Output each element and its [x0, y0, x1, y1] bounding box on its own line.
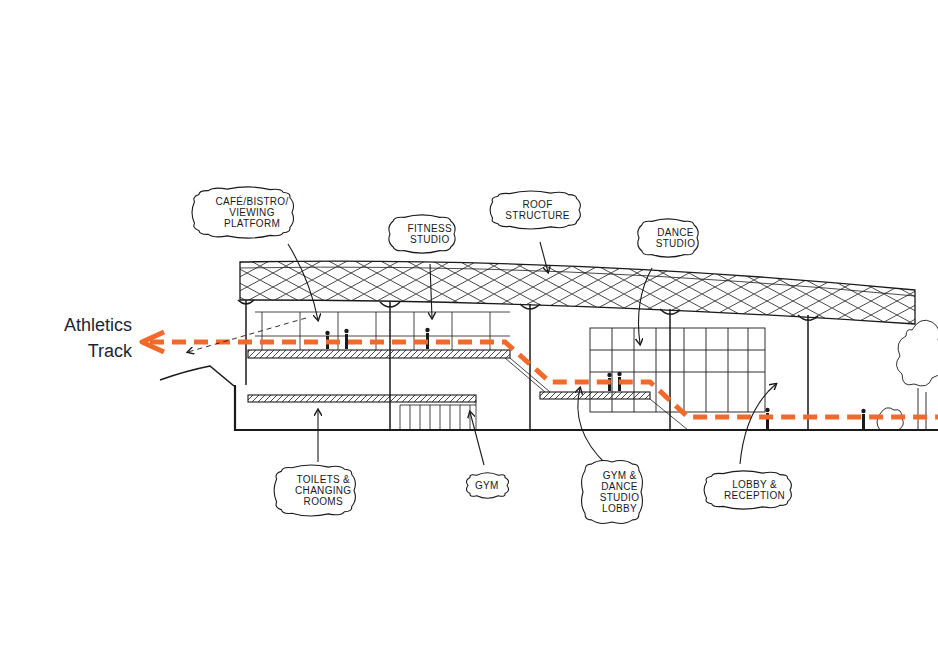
callout-text-group: DANCE STUDIO: [648, 227, 703, 249]
callout-text-group: CAFÉ/BISTRO/ VIEWING PLATFORM: [206, 196, 298, 229]
callout-text: TOILETS & CHANGING ROOMS: [287, 474, 361, 507]
roof-lattice: [240, 261, 915, 324]
callout-text: LOBBY & RECEPTION: [717, 479, 792, 501]
callout-text-group: GYM: [475, 480, 499, 491]
callout-text-group: ROOF STRUCTURE: [503, 199, 573, 221]
route-arrow: [150, 342, 938, 417]
callout-text-group: FITNESS STUDIO: [400, 223, 461, 245]
cloud-callout: ROOF STRUCTURE: [486, 187, 585, 233]
callout-text: ROOF STRUCTURE: [503, 199, 573, 221]
destination-label: Athletics Track: [32, 312, 132, 364]
leader-lines: [288, 242, 776, 465]
callout-text-group: TOILETS & CHANGING ROOMS: [287, 474, 361, 507]
cloud-callout: LOBBY & RECEPTION: [700, 467, 796, 513]
callout-text: DANCE STUDIO: [648, 227, 703, 249]
people: [325, 328, 865, 429]
cloud-callout: GYM: [462, 469, 513, 502]
cloud-callout: TOILETS & CHANGING ROOMS: [270, 461, 360, 520]
cloud-callout: FITNESS STUDIO: [384, 211, 460, 257]
callout-text: CAFÉ/BISTRO/ VIEWING PLATFORM: [206, 196, 298, 229]
callout-text-group: GYM & DANCE STUDIO LOBBY: [592, 470, 647, 514]
callout-text: FITNESS STUDIO: [400, 223, 461, 245]
callout-text: GYM & DANCE STUDIO LOBBY: [592, 470, 647, 514]
callout-text-group: LOBBY & RECEPTION: [717, 479, 792, 501]
cloud-callout: DANCE STUDIO: [633, 215, 703, 261]
trees: [877, 320, 938, 430]
callout-text: GYM: [475, 480, 499, 491]
cloud-callout: CAFÉ/BISTRO/ VIEWING PLATFORM: [188, 183, 298, 242]
cloud-callout: GYM & DANCE STUDIO LOBBY: [577, 456, 647, 528]
dance-studio-glazing: [590, 328, 765, 412]
embankment: [160, 366, 234, 386]
